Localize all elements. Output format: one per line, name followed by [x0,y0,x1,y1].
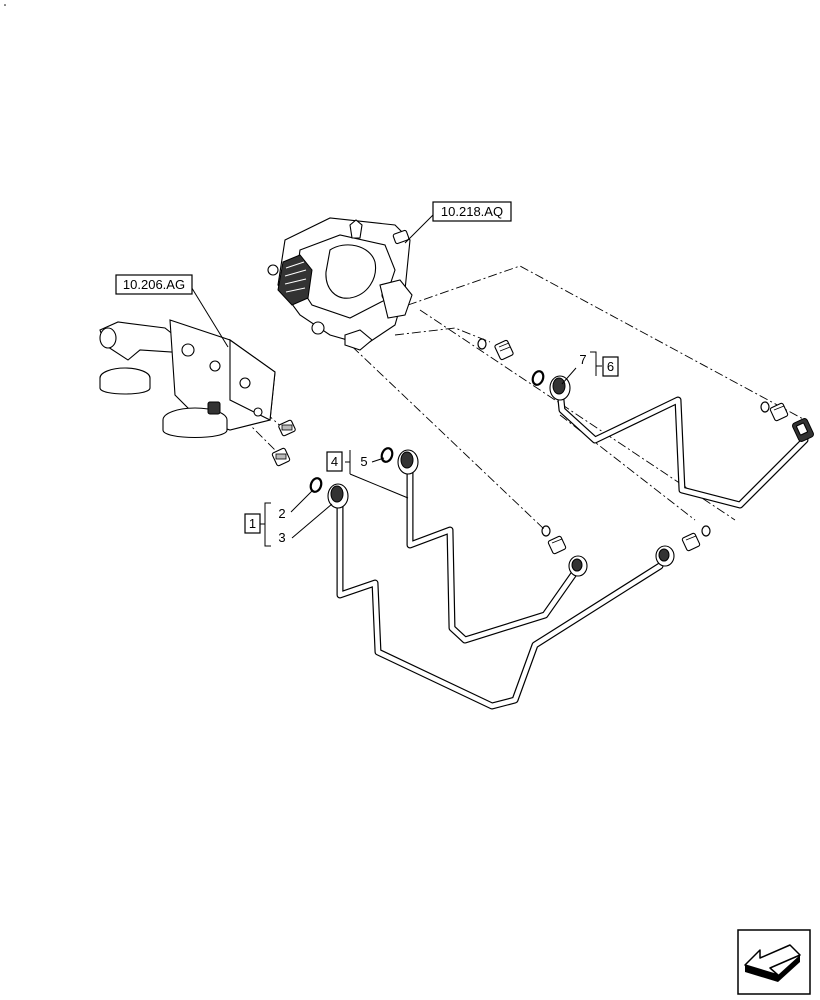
pipe-1-nut [327,483,349,509]
pipe-3-nut [549,375,571,401]
callout-6: 6 [602,356,619,377]
fuel-pipe-1 [336,494,664,710]
filter-fitting-upper [278,419,296,437]
callout-1: 1 [244,513,261,534]
leader-lines [189,214,602,547]
callout-7-label: 7 [579,352,586,367]
pipe-2-nut [397,449,419,475]
pipe-2-fitting [541,525,567,555]
ref-filter[interactable]: 10.206.AG [115,274,193,295]
callout-4-label: 4 [331,454,338,469]
o-ring-item-5 [380,447,394,463]
callout-1-label: 1 [249,516,256,531]
filter-head [99,319,276,439]
filter-fitting-lower [271,447,291,467]
pump-fitting [477,338,514,361]
pump-ribs [284,261,307,293]
o-ring-item-2 [309,477,323,493]
ref-filter-label: 10.206.AG [123,277,185,292]
callout-3-label: 3 [278,530,285,545]
callout-4: 4 [326,451,343,472]
pipe-3-fitting [760,401,789,422]
callout-2-label: 2 [278,506,285,521]
callout-2: 2 [278,506,285,521]
ref-pump-label: 10.218.AQ [441,204,503,219]
arrow-icon[interactable] [737,929,811,995]
fuel-pump [267,217,413,351]
pipe-1-fitting [681,525,711,552]
pipe-1-end-nut [655,545,675,567]
fuel-pipe-3 [556,386,809,509]
pipe-2-end-nut [568,555,588,577]
fuel-pipe-2 [406,462,582,644]
ref-pump[interactable]: 10.218.AQ [432,201,512,222]
callout-7: 7 [579,352,586,367]
callout-3: 3 [278,530,285,545]
callout-6-label: 6 [607,359,614,374]
o-ring-item-7 [531,370,545,386]
callout-5-label: 5 [360,454,367,469]
corner-mark [4,4,6,6]
pipe-3-end-nut [792,418,814,442]
callout-5: 5 [360,454,367,469]
